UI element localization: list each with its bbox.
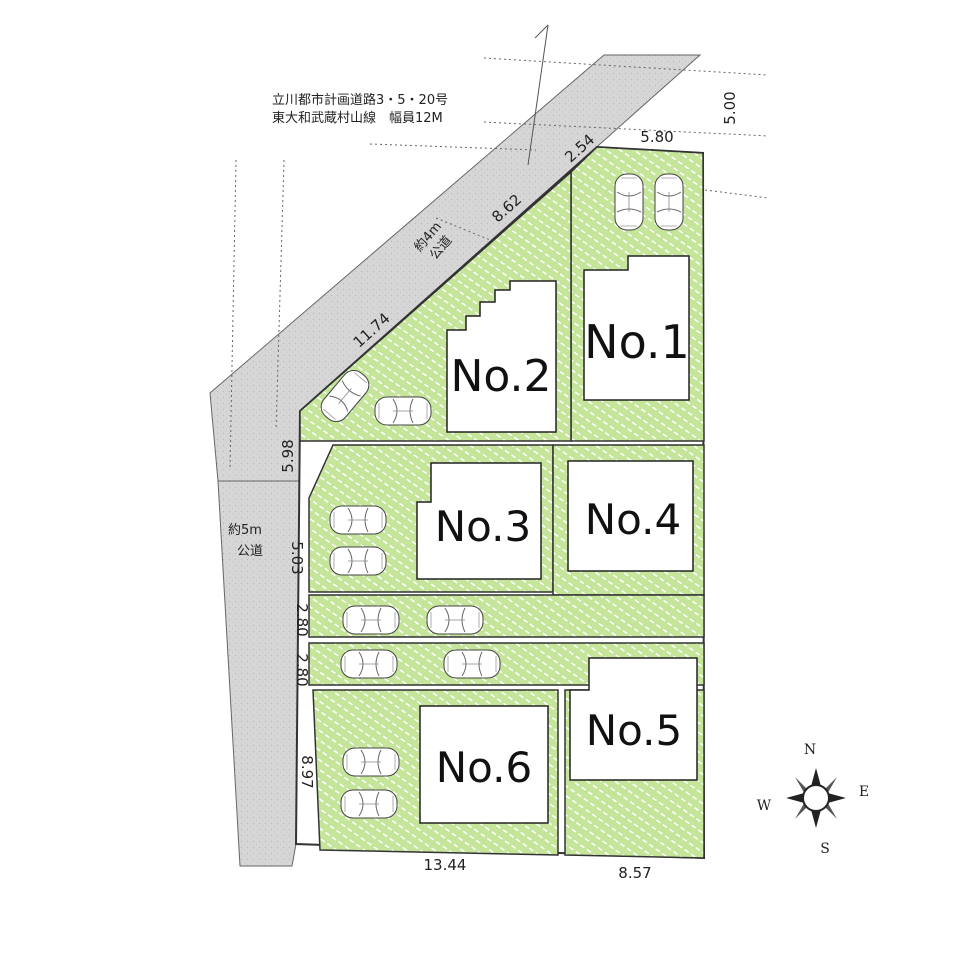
- reference-lines: [229, 57, 769, 471]
- car-icon: [374, 396, 432, 426]
- dimension-label: 2.80: [293, 603, 311, 636]
- north-line: [527, 24, 549, 166]
- lot-6-building: [419, 705, 549, 824]
- dimension-label: 5.98: [279, 439, 297, 472]
- lot-5-number: No.5: [586, 706, 682, 755]
- dimension-label: 8.97: [298, 755, 316, 788]
- lot-5-building: [569, 657, 698, 781]
- lot-6-number: No.6: [436, 743, 532, 792]
- lot-3-building: [416, 462, 542, 580]
- compass-north: N: [804, 742, 816, 758]
- car-icon: [614, 173, 644, 231]
- road-5m-label-line2: 公道: [237, 544, 263, 559]
- car-icon: [426, 605, 484, 635]
- lot-3-number: No.3: [435, 502, 531, 551]
- side-road-5m: [217, 480, 301, 867]
- dimension-label: 5.00: [721, 91, 739, 124]
- lot-4-number: No.4: [585, 495, 681, 544]
- lot-1-building: [583, 255, 690, 401]
- dimension-label: 5.03: [288, 541, 306, 574]
- car-icon: [340, 649, 398, 679]
- dimension-label: 2.80: [293, 653, 311, 686]
- dimension-label: 5.80: [640, 128, 673, 146]
- car-icon: [329, 505, 387, 535]
- lot-4-building: [567, 460, 694, 572]
- compass-east: E: [859, 784, 869, 800]
- compass-rose: [786, 768, 846, 828]
- main-road-label-line2: 東大和武蔵村山線 幅員12M: [272, 110, 443, 126]
- main-road-label-line1: 立川都市計画道路3・5・20号: [272, 92, 448, 108]
- car-icon: [329, 546, 387, 576]
- lot-2-building: [446, 280, 557, 433]
- car-icon: [340, 789, 398, 819]
- car-icon: [443, 649, 501, 679]
- compass-west: W: [757, 798, 772, 814]
- road-5m-label-line1: 約5m: [228, 523, 262, 538]
- lot-1-number: No.1: [584, 315, 690, 369]
- car-icon: [654, 173, 684, 231]
- dimension-label: 8.57: [618, 864, 651, 882]
- north-line-tick: [534, 24, 549, 39]
- dimension-label: 13.44: [424, 856, 467, 874]
- lot-2-number: No.2: [450, 351, 551, 402]
- car-icon: [342, 747, 400, 777]
- car-icon: [342, 605, 400, 635]
- compass-south: S: [820, 841, 830, 857]
